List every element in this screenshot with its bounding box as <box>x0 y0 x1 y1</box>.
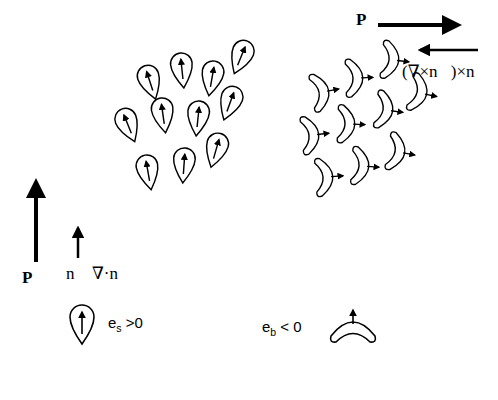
dipole-arrow <box>214 140 219 159</box>
dipole-arrow <box>367 166 379 168</box>
molecule-outline <box>337 105 355 144</box>
molecule-outline <box>169 52 194 89</box>
banana-molecule <box>345 58 374 97</box>
pear-molecule <box>70 305 94 344</box>
banana-molecule <box>337 105 366 144</box>
dipole-arrow <box>210 67 213 86</box>
banana-molecule <box>331 310 376 342</box>
polarization-arrow <box>34 182 38 262</box>
pear-molecule <box>224 37 257 78</box>
pear-molecule <box>214 83 246 123</box>
molecule-outline <box>309 72 332 113</box>
coefficient-label: es >0 <box>108 314 143 332</box>
pear-molecule <box>198 59 225 97</box>
dipole-arrow <box>403 153 415 155</box>
dipole-arrow <box>146 161 149 180</box>
molecule-outline <box>331 322 376 342</box>
director-expression: n⃗ ∇·n⃗ <box>66 264 131 284</box>
molecule-outline <box>373 90 395 130</box>
director-arrow <box>420 49 478 52</box>
polarization-arrow <box>378 23 458 27</box>
pear-molecule <box>134 153 161 191</box>
pear-molecule <box>201 131 231 171</box>
dipole-arrow <box>425 94 437 96</box>
coefficient-label: eb < 0 <box>262 318 302 336</box>
molecule-outline <box>134 153 161 191</box>
molecule-outline <box>134 62 165 102</box>
dipole-arrow <box>147 72 153 91</box>
dipole-arrow <box>361 77 373 79</box>
dipole-arrow <box>181 59 183 79</box>
dipole-arrow <box>353 123 365 125</box>
molecule-outline <box>385 131 408 172</box>
molecule-outline <box>198 59 225 97</box>
dipole-arrow <box>227 93 234 112</box>
banana-molecule <box>314 157 344 197</box>
molecule-outline <box>201 131 231 171</box>
dipole-arrow <box>317 133 329 134</box>
pear-molecule <box>172 147 196 184</box>
dipole-arrow <box>183 154 184 174</box>
banana-molecule <box>385 131 419 173</box>
pear-molecule <box>169 52 194 89</box>
molecule-outline <box>185 100 210 137</box>
pear-molecule <box>150 97 176 135</box>
molecule-outline <box>380 40 401 80</box>
dipole-arrow <box>327 89 339 91</box>
dipole-arrow <box>81 312 83 334</box>
director-arrow <box>77 228 80 258</box>
dipole-arrow <box>331 175 343 177</box>
banana-molecule <box>300 114 331 155</box>
director-expression: (∇×n⃗)×n⃗ <box>402 62 488 82</box>
molecule-outline <box>345 59 363 98</box>
dipole-arrow <box>238 47 245 65</box>
banana-molecule <box>373 90 405 132</box>
polarization-label: P⃗ <box>22 268 46 288</box>
molecule-outline <box>224 37 257 78</box>
pear-molecule <box>134 62 165 102</box>
pear-molecule <box>185 100 210 137</box>
polarization-label: P⃗ <box>356 10 380 30</box>
dipole-arrow <box>161 104 164 124</box>
dipole-arrow <box>352 310 354 324</box>
banana-molecule <box>309 70 343 112</box>
molecule-outline <box>70 305 94 344</box>
pear-molecule <box>112 105 145 146</box>
dipole-arrow <box>124 115 131 133</box>
molecule-outline <box>150 97 176 135</box>
molecule-outline <box>214 83 246 123</box>
molecule-outline <box>300 115 321 155</box>
dipole-arrow <box>197 107 199 127</box>
molecule-outline <box>112 105 145 146</box>
banana-molecule <box>350 146 380 186</box>
molecule-outline <box>172 147 196 184</box>
dipole-arrow <box>391 111 403 113</box>
dipole-arrow <box>397 61 409 62</box>
